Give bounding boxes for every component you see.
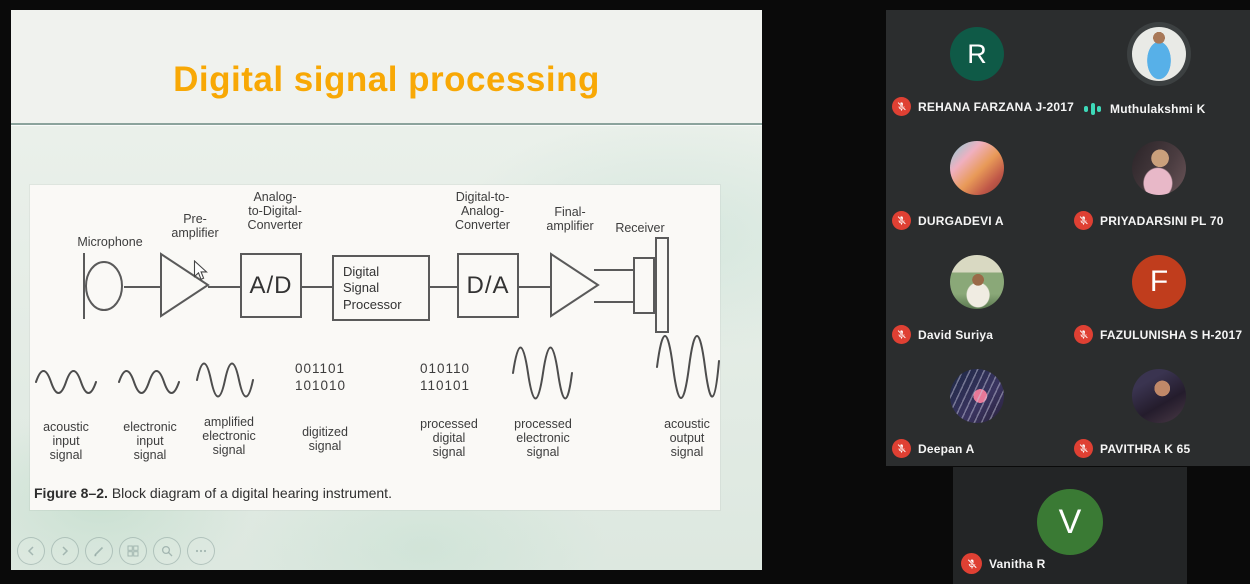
receiver-box bbox=[633, 257, 655, 314]
shared-screen-slide: Digital signal processing Microphone Pre… bbox=[11, 10, 762, 570]
connector-line bbox=[302, 286, 332, 288]
dsp-box: Digital Signal Processor bbox=[332, 255, 430, 321]
wave-acoustic-input-icon bbox=[35, 370, 97, 394]
microphone-symbol-icon bbox=[83, 253, 123, 319]
avatar bbox=[950, 141, 1004, 195]
participant-tile[interactable]: V Vanitha R bbox=[953, 467, 1187, 584]
title-divider bbox=[11, 123, 762, 126]
participant-tile[interactable]: PRIYADARSINI PL 70 bbox=[1068, 124, 1250, 238]
connector-line bbox=[594, 301, 635, 303]
figure-caption-number: Figure 8–2. bbox=[34, 485, 108, 501]
figure-caption-text: Block diagram of a digital hearing instr… bbox=[111, 485, 392, 501]
binary-digitized: 001101 101010 bbox=[295, 361, 347, 393]
avatar bbox=[1132, 27, 1186, 81]
participant-name: Vanitha R bbox=[989, 556, 1046, 571]
participant-name: FAZULUNISHA S H-2017 bbox=[1100, 327, 1243, 342]
participant-name: REHANA FARZANA J-2017 bbox=[918, 99, 1075, 114]
receiver-bar bbox=[655, 237, 669, 333]
mic-muted-icon bbox=[961, 553, 982, 574]
slide-title: Digital signal processing bbox=[173, 60, 600, 99]
avatar: V bbox=[1037, 489, 1103, 555]
dsp-box-text: Digital Signal Processor bbox=[343, 264, 402, 312]
signal-label-electronic-input: electronic input signal bbox=[123, 420, 177, 462]
preamp-triangle-icon bbox=[160, 252, 210, 318]
mic-muted-icon bbox=[1074, 211, 1093, 230]
connector-line bbox=[208, 286, 240, 288]
mic-muted-icon bbox=[892, 325, 911, 344]
previous-slide-button[interactable] bbox=[17, 537, 45, 565]
speaking-indicator-icon bbox=[1084, 102, 1101, 116]
mic-muted-icon bbox=[1074, 325, 1093, 344]
label-microphone: Microphone bbox=[77, 235, 143, 249]
grid-view-button[interactable] bbox=[119, 537, 147, 565]
wave-processed-electronic-icon bbox=[512, 346, 573, 400]
signal-label-acoustic-output: acoustic output signal bbox=[664, 417, 710, 459]
participants-panel: R REHANA FARZANA J-2017 Muthulakshmi K bbox=[886, 10, 1250, 466]
avatar-initial: R bbox=[967, 38, 987, 69]
zoom-button[interactable] bbox=[153, 537, 181, 565]
presenter-toolbar bbox=[17, 537, 215, 565]
label-da-converter: Digital-to- Analog- Converter bbox=[455, 190, 510, 232]
wave-electronic-input-icon bbox=[118, 370, 180, 394]
final-amp-triangle-icon bbox=[550, 252, 600, 318]
label-final-amplifier: Final- amplifier bbox=[546, 205, 594, 233]
label-ad-converter: Analog- to-Digital- Converter bbox=[247, 190, 303, 232]
participant-name: Muthulakshmi K bbox=[1110, 102, 1206, 116]
participant-name: PAVITHRA K 65 bbox=[1100, 441, 1191, 456]
participant-tile[interactable]: David Suriya bbox=[886, 238, 1068, 352]
participant-name: David Suriya bbox=[918, 327, 994, 342]
connector-line bbox=[519, 286, 550, 288]
signal-label-processed-digital: processed digital signal bbox=[420, 417, 478, 459]
figure-caption: Figure 8–2. Block diagram of a digital h… bbox=[34, 485, 392, 501]
participant-name: DURGADEVI A bbox=[918, 213, 1004, 228]
avatar bbox=[950, 255, 1004, 309]
avatar: F bbox=[1132, 255, 1186, 309]
avatar-initial: V bbox=[1058, 502, 1082, 541]
wave-acoustic-output-icon bbox=[656, 335, 720, 399]
label-preamplifier: Pre- amplifier bbox=[171, 212, 219, 240]
avatar-initial: F bbox=[1149, 265, 1169, 298]
avatar bbox=[1132, 141, 1186, 195]
avatar bbox=[1132, 369, 1186, 423]
participant-name: PRIYADARSINI PL 70 bbox=[1100, 213, 1224, 228]
avatar: R bbox=[950, 27, 1004, 81]
ad-box: A/D bbox=[240, 253, 302, 318]
more-options-button[interactable] bbox=[187, 537, 215, 565]
participant-tile[interactable]: DURGADEVI A bbox=[886, 124, 1068, 238]
label-receiver: Receiver bbox=[615, 221, 665, 235]
participant-tile[interactable]: PAVITHRA K 65 bbox=[1068, 352, 1250, 466]
mic-muted-icon bbox=[892, 97, 911, 116]
wave-amplified-icon bbox=[196, 362, 254, 398]
participant-name: Deepan A bbox=[918, 441, 975, 456]
participant-tile[interactable]: F FAZULUNISHA S H-2017 bbox=[1068, 238, 1250, 352]
da-box: D/A bbox=[457, 253, 519, 318]
participant-tile[interactable]: Muthulakshmi K bbox=[1068, 10, 1250, 124]
mic-muted-icon bbox=[1074, 439, 1093, 458]
mouse-cursor-icon bbox=[193, 260, 208, 281]
connector-line bbox=[430, 286, 457, 288]
diagram-panel: Microphone Pre- amplifier Analog- to-Dig… bbox=[30, 185, 720, 510]
signal-label-digitized: digitized signal bbox=[302, 425, 348, 453]
participant-tile[interactable]: Deepan A bbox=[886, 352, 1068, 466]
pen-button[interactable] bbox=[85, 537, 113, 565]
participant-tile[interactable]: R REHANA FARZANA J-2017 bbox=[886, 10, 1074, 124]
binary-processed: 010110 110101 bbox=[420, 361, 471, 393]
avatar bbox=[950, 369, 1004, 423]
mic-muted-icon bbox=[892, 439, 911, 458]
signal-label-amplified: amplified electronic signal bbox=[202, 415, 256, 457]
mic-muted-icon bbox=[892, 211, 911, 230]
next-slide-button[interactable] bbox=[51, 537, 79, 565]
slide-title-area: Digital signal processing bbox=[11, 10, 762, 123]
connector-line bbox=[594, 269, 635, 271]
signal-label-acoustic-input: acoustic input signal bbox=[43, 420, 89, 462]
connector-line bbox=[124, 286, 162, 288]
signal-label-processed-electronic: processed electronic signal bbox=[514, 417, 572, 459]
